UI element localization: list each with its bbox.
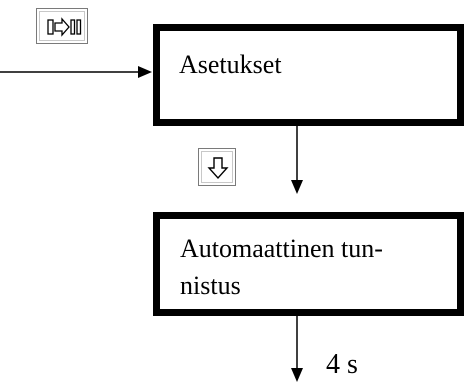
auto-detect-box: Automaattinen tun- nistus: [153, 212, 464, 316]
down-key-button[interactable]: [198, 148, 236, 186]
down-arrow-key-icon: [207, 157, 229, 180]
play-pause-key-icon: [47, 17, 82, 37]
down-arrow-2: [291, 316, 303, 382]
down-arrow-1: [291, 126, 303, 194]
auto-detect-label-line2: nistus: [180, 271, 241, 300]
auto-detect-label-line1: Automaattinen tun-: [180, 234, 383, 263]
entry-arrow: [0, 66, 152, 78]
settings-box: Asetukset: [153, 24, 464, 126]
timer-label: 4 s: [326, 349, 358, 380]
settings-label: Asetukset: [179, 50, 282, 79]
play-pause-key-button[interactable]: [36, 8, 88, 44]
